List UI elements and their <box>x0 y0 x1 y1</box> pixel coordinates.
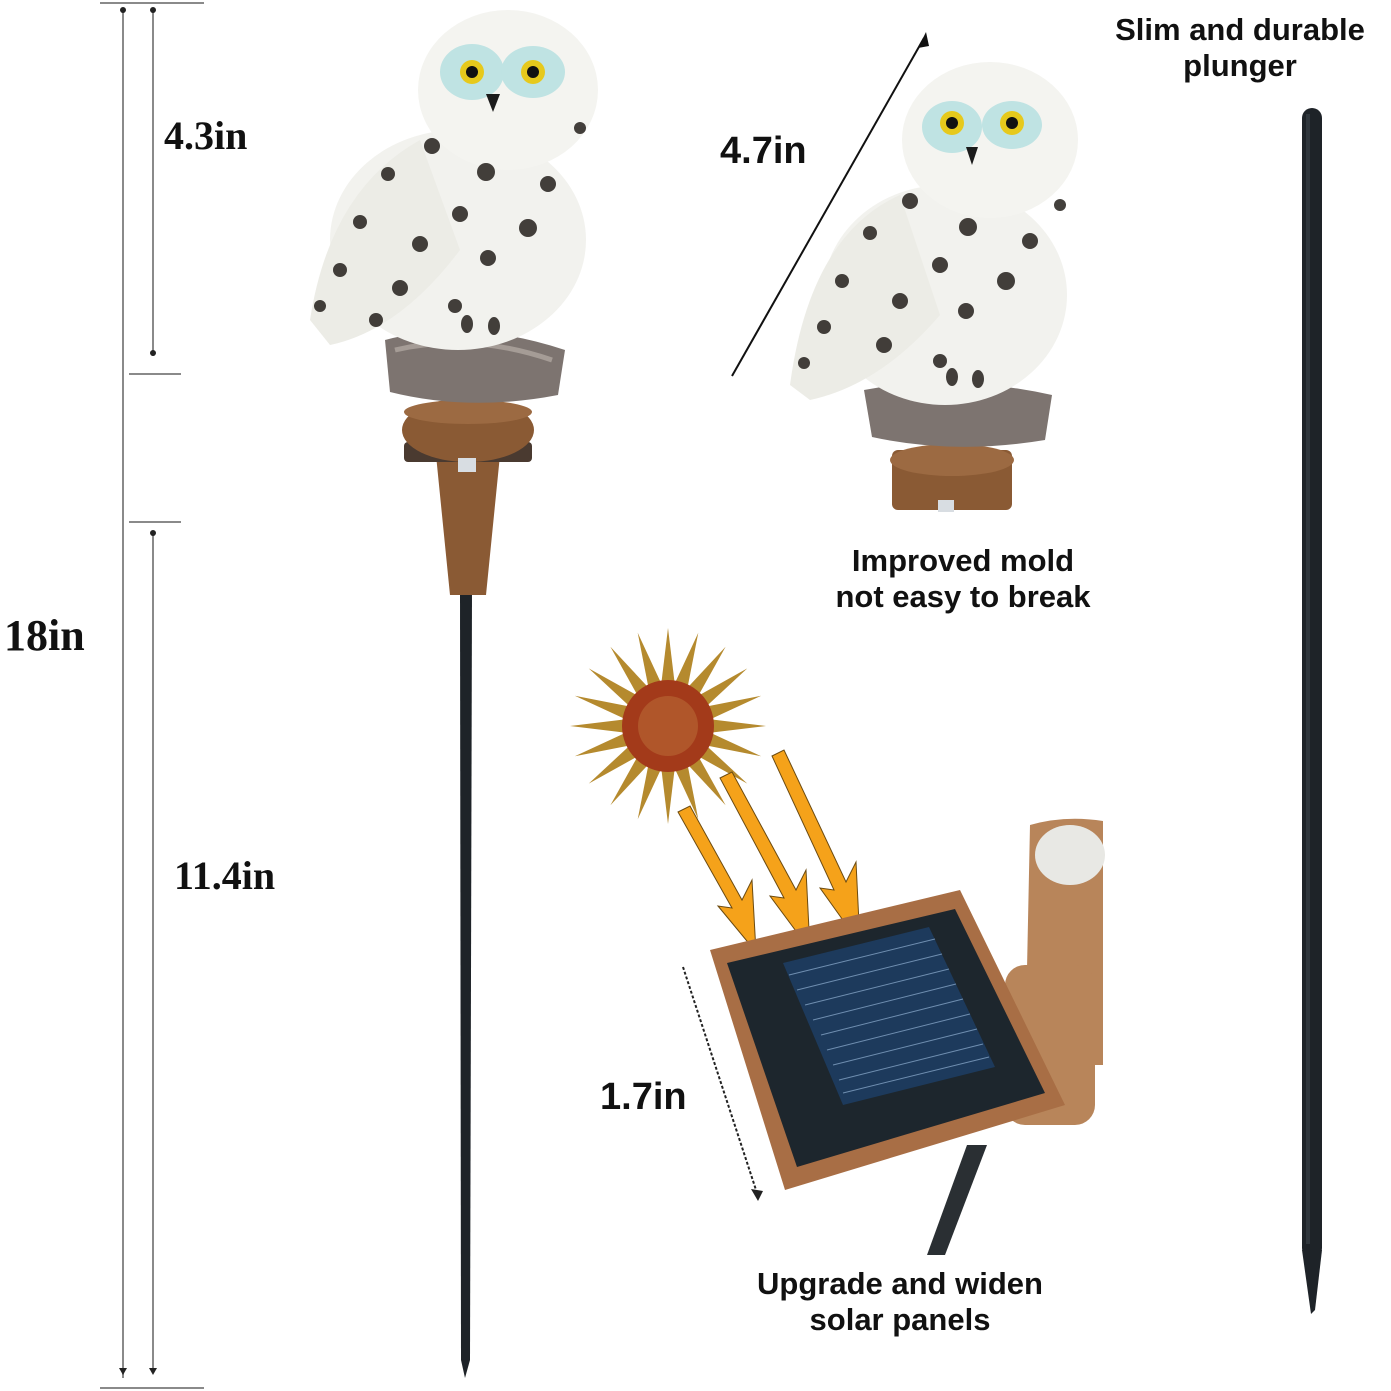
bottom-tick <box>100 1387 204 1389</box>
owl-diagonal-label: 4.7in <box>720 130 807 172</box>
stake-length-label: 11.4in <box>174 853 276 898</box>
plunger-caption-line1: Slim and durable <box>1115 12 1365 47</box>
sunlight-arrows <box>677 749 861 954</box>
sun-icon <box>570 628 766 824</box>
top-tick <box>100 2 204 4</box>
solar-caption: Upgrade and widen solar panels <box>715 1266 1085 1337</box>
total-height-label: 18in <box>4 611 85 660</box>
panel-size-label: 1.7in <box>600 1076 687 1118</box>
stake-top-tick <box>129 521 181 523</box>
owl-stake-light-main <box>310 10 598 1378</box>
owl-bottom-tick <box>129 373 181 375</box>
owl-height-line <box>152 8 154 356</box>
solar-caption-line1: Upgrade and widen <box>757 1266 1043 1301</box>
mold-caption-line1: Improved mold <box>851 543 1075 578</box>
solar-panel <box>682 818 1105 1255</box>
plunger-caption: Slim and durable plunger <box>1090 12 1390 83</box>
owl-height-label: 4.3in <box>164 113 248 158</box>
solar-caption-line2: solar panels <box>809 1301 991 1337</box>
stake-length-line <box>152 532 154 1372</box>
total-height-line <box>122 8 124 1378</box>
mold-caption: Improved mold not easy to break <box>790 543 1136 614</box>
mold-caption-line2: not easy to break <box>835 578 1091 614</box>
owl-figurine-closeup <box>790 62 1078 512</box>
plunger-stake <box>1302 108 1322 1314</box>
owl-diagonal-dimension <box>731 32 929 377</box>
plunger-caption-line2: plunger <box>1183 47 1297 83</box>
